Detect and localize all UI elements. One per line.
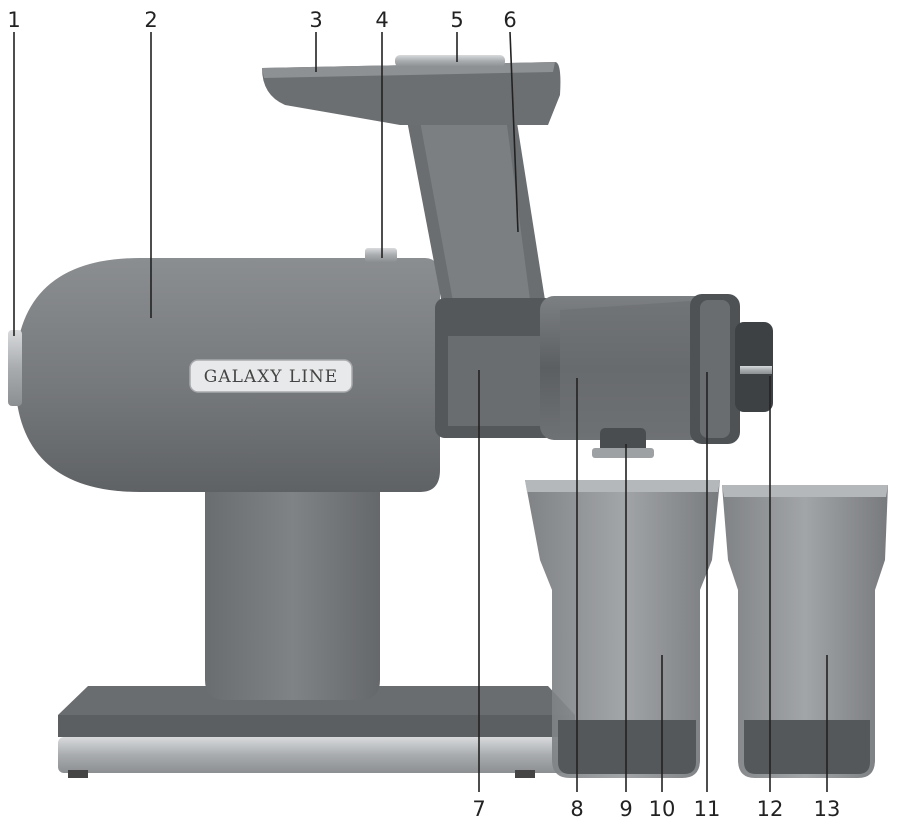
callout-8: 8	[570, 797, 583, 821]
feed-tube	[405, 110, 545, 320]
callout-12: 12	[757, 797, 784, 821]
reverse-switch	[8, 330, 22, 406]
pusher-lid	[395, 55, 505, 67]
base	[58, 686, 575, 778]
callout-3: 3	[309, 8, 322, 32]
callout-10: 10	[649, 797, 676, 821]
hopper-tray	[262, 55, 561, 125]
callout-numbers: 1 2 3 4 5 6 7 8 9 10 11 12 13	[7, 8, 840, 821]
motor-housing: GALAXY LINE	[8, 248, 440, 492]
callout-7: 7	[472, 797, 485, 821]
callout-1: 1	[7, 8, 20, 32]
callout-4: 4	[375, 8, 388, 32]
callout-leaders	[13, 31, 828, 792]
callout-6: 6	[503, 8, 516, 32]
callout-2: 2	[144, 8, 157, 32]
brand-plate	[189, 359, 353, 393]
locking-ring	[690, 294, 740, 444]
pulp-cup	[722, 485, 888, 778]
juicing-drum	[540, 296, 715, 440]
callout-11: 11	[694, 797, 721, 821]
auger-chamber	[435, 298, 555, 438]
safety-button	[365, 248, 397, 262]
juice-spout	[592, 428, 654, 458]
callout-9: 9	[619, 797, 632, 821]
callout-13: 13	[814, 797, 841, 821]
end-cap	[735, 322, 773, 412]
brand-plate-text: GALAXY LINE	[204, 367, 338, 387]
juice-cup	[525, 480, 720, 778]
callout-5: 5	[450, 8, 463, 32]
column	[205, 470, 380, 700]
